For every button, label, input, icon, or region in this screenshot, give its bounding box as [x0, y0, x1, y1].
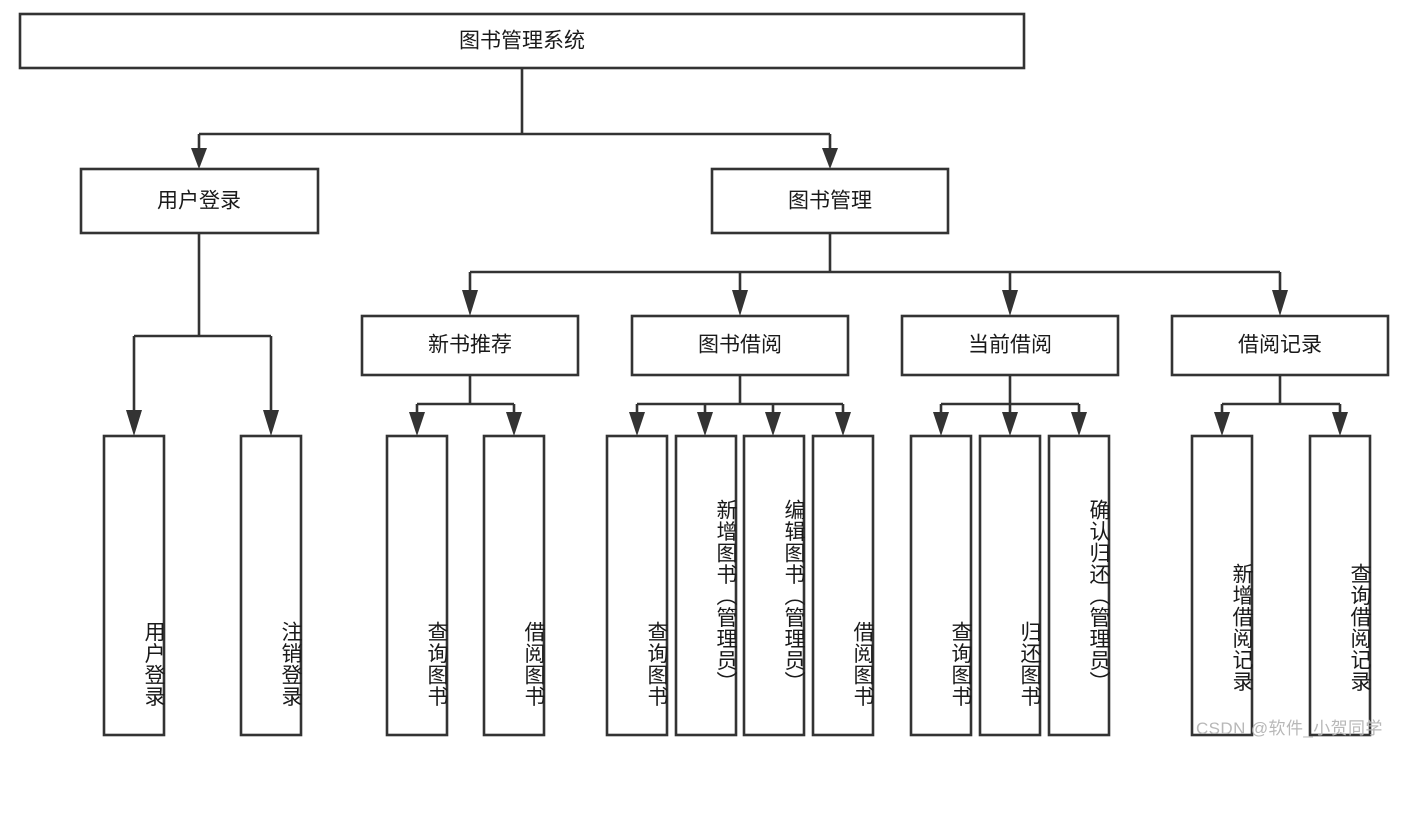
arrow-head-leaf-query-record: [1332, 412, 1348, 436]
node-label-book-borrow: 图书借阅: [698, 334, 782, 357]
node-label-borrow-record: 借阅记录: [1238, 334, 1322, 357]
arrow-head-book-borrow: [732, 290, 748, 316]
node-box-leaf-return-book[interactable]: [978, 434, 1042, 737]
arrow-head-leaf-add-record: [1214, 412, 1230, 436]
arrow-head-leaf-logout: [263, 410, 279, 436]
csdn-watermark: CSDN @软件_小贺同学: [1196, 719, 1383, 738]
node-box-leaf-borrow-book-2[interactable]: [811, 434, 875, 737]
arrow-head-new-book-rec: [462, 290, 478, 316]
diagram-canvas: 图书管理系统 用户登录 图书管理 新书推荐: [18, 12, 1390, 737]
arrow-head-book-manage: [822, 148, 838, 169]
node-label-new-book-recommend: 新书推荐: [428, 334, 512, 357]
node-label-user-login: 用户登录: [157, 190, 241, 213]
arrow-head-current-borrow: [1002, 290, 1018, 316]
node-box-new-book-recommend[interactable]: [360, 314, 580, 377]
node-box-leaf-logout[interactable]: [239, 434, 303, 737]
node-box-leaf-edit-book[interactable]: [742, 434, 806, 737]
node-box-leaf-borrow-book-1[interactable]: [482, 434, 546, 737]
arrow-head-leaf-user-login: [126, 410, 142, 436]
node-box-leaf-add-record[interactable]: [1190, 434, 1254, 737]
node-box-leaf-confirm-return[interactable]: [1047, 434, 1111, 737]
node-box-leaf-query-book-2[interactable]: [605, 434, 669, 737]
node-label-current-borrow: 当前借阅: [968, 334, 1052, 357]
arrow-head-leaf-query-book-3: [933, 412, 949, 436]
diagram-root: 图书管理系统 用户登录 图书管理 新书推荐: [18, 12, 1390, 738]
node-box-leaf-query-record[interactable]: [1308, 434, 1372, 737]
node-box-root[interactable]: [18, 12, 1026, 70]
arrow-head-leaf-confirm-return: [1071, 412, 1087, 436]
node-box-leaf-user-login[interactable]: [102, 434, 166, 737]
node-box-leaf-query-book-3[interactable]: [909, 434, 973, 737]
arrow-head-borrow-record: [1272, 290, 1288, 316]
arrow-head-leaf-edit-book: [765, 412, 781, 436]
node-box-borrow-record[interactable]: [1170, 314, 1390, 377]
node-box-book-management[interactable]: [710, 167, 950, 235]
node-label-root: 图书管理系统: [459, 30, 585, 53]
arrow-head-leaf-query-book-2: [629, 412, 645, 436]
node-label-book-management: 图书管理: [788, 190, 872, 213]
arrow-head-leaf-add-book: [697, 412, 713, 436]
arrow-head-leaf-borrow-book-2: [835, 412, 851, 436]
arrow-head-user-login: [191, 148, 207, 169]
arrow-head-leaf-query-book-1: [409, 412, 425, 436]
arrow-head-leaf-return-book: [1002, 412, 1018, 436]
node-box-book-borrow[interactable]: [630, 314, 850, 377]
node-box-leaf-add-book[interactable]: [674, 434, 738, 737]
node-box-current-borrow[interactable]: [900, 314, 1120, 377]
node-box-leaf-query-book-1[interactable]: [385, 434, 449, 737]
arrow-head-leaf-borrow-book-1: [506, 412, 522, 436]
